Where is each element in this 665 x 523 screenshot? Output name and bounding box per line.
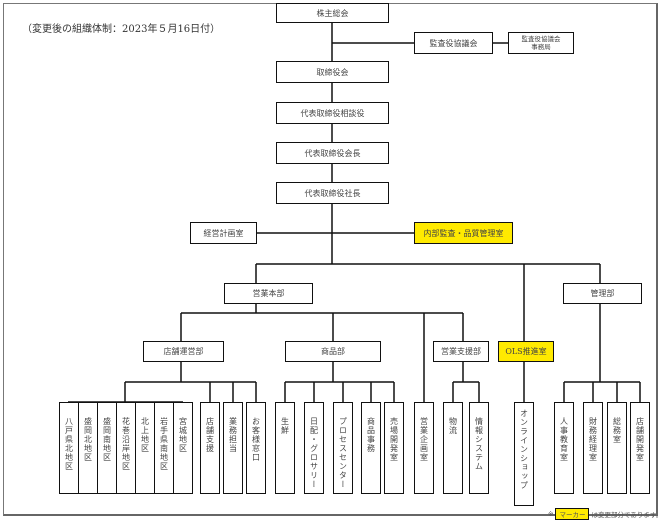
unit-online-shop: オンラインショップ	[514, 402, 534, 506]
unit-logistics: 物流	[443, 402, 463, 494]
sales-hq-box: 営業本部	[224, 283, 313, 304]
unit-hr: 人事教育室	[554, 402, 574, 494]
audit-board-box: 監査役協議会	[414, 32, 493, 54]
unit-kitakami: 北上地区	[135, 402, 155, 494]
advisor-box: 代表取締役相談役	[276, 102, 389, 124]
sales-support-dept-box: 営業支援部	[433, 341, 489, 362]
president-box: 代表取締役社長	[276, 182, 389, 204]
unit-daily-grocery: 日配・グロサリー	[304, 402, 324, 494]
internal-audit-box: 内部監査・品質管理室	[414, 222, 513, 244]
unit-miyagi: 宮城地区	[173, 402, 193, 494]
marker-swatch: マーカー	[555, 508, 590, 520]
store-ops-dept-box: 店舗運営部	[143, 341, 224, 362]
unit-store-dev: 店舗開発室	[630, 402, 650, 494]
unit-hanamaki: 花巻沿岸地区	[116, 402, 136, 494]
unit-merch-admin: 商品事務	[361, 402, 381, 494]
merch-dept-box: 商品部	[285, 341, 381, 362]
unit-customer-desk: お客様窓口	[246, 402, 266, 494]
unit-process-center: プロセスセンター	[333, 402, 353, 494]
unit-finance: 財務経理室	[583, 402, 603, 494]
planning-office-box: 経営計画室	[190, 222, 257, 244]
legend-note: ※ マーカー は変更部分であります。	[548, 508, 663, 520]
ols-promotion-box: OLS推進室	[498, 341, 554, 362]
audit-office-box: 監査役協議会 事務局	[508, 32, 574, 54]
unit-floor-dev: 売場開発室	[384, 402, 404, 494]
admin-dept-box: 管理部	[563, 283, 642, 304]
unit-operations: 業務担当	[223, 402, 243, 494]
unit-general-affairs: 総務室	[607, 402, 627, 494]
org-date-caption: （変更後の組織体制：2023年５月16日付）	[22, 24, 221, 35]
unit-info-systems: 情報システム	[469, 402, 489, 494]
unit-hachinohe: 八戸県北地区	[59, 402, 79, 494]
unit-morioka-north: 盛岡北地区	[78, 402, 98, 494]
chairman-box: 代表取締役会長	[276, 142, 389, 164]
unit-morioka-south: 盛岡南地区	[97, 402, 117, 494]
unit-fresh: 生鮮	[275, 402, 295, 494]
unit-store-support: 店舗支援	[200, 402, 220, 494]
shareholders-meeting-box: 株主総会	[276, 3, 389, 23]
board-of-directors-box: 取締役会	[276, 61, 389, 83]
unit-iwate-south: 岩手県南地区	[154, 402, 174, 494]
unit-sales-planning: 営業企画室	[414, 402, 434, 494]
